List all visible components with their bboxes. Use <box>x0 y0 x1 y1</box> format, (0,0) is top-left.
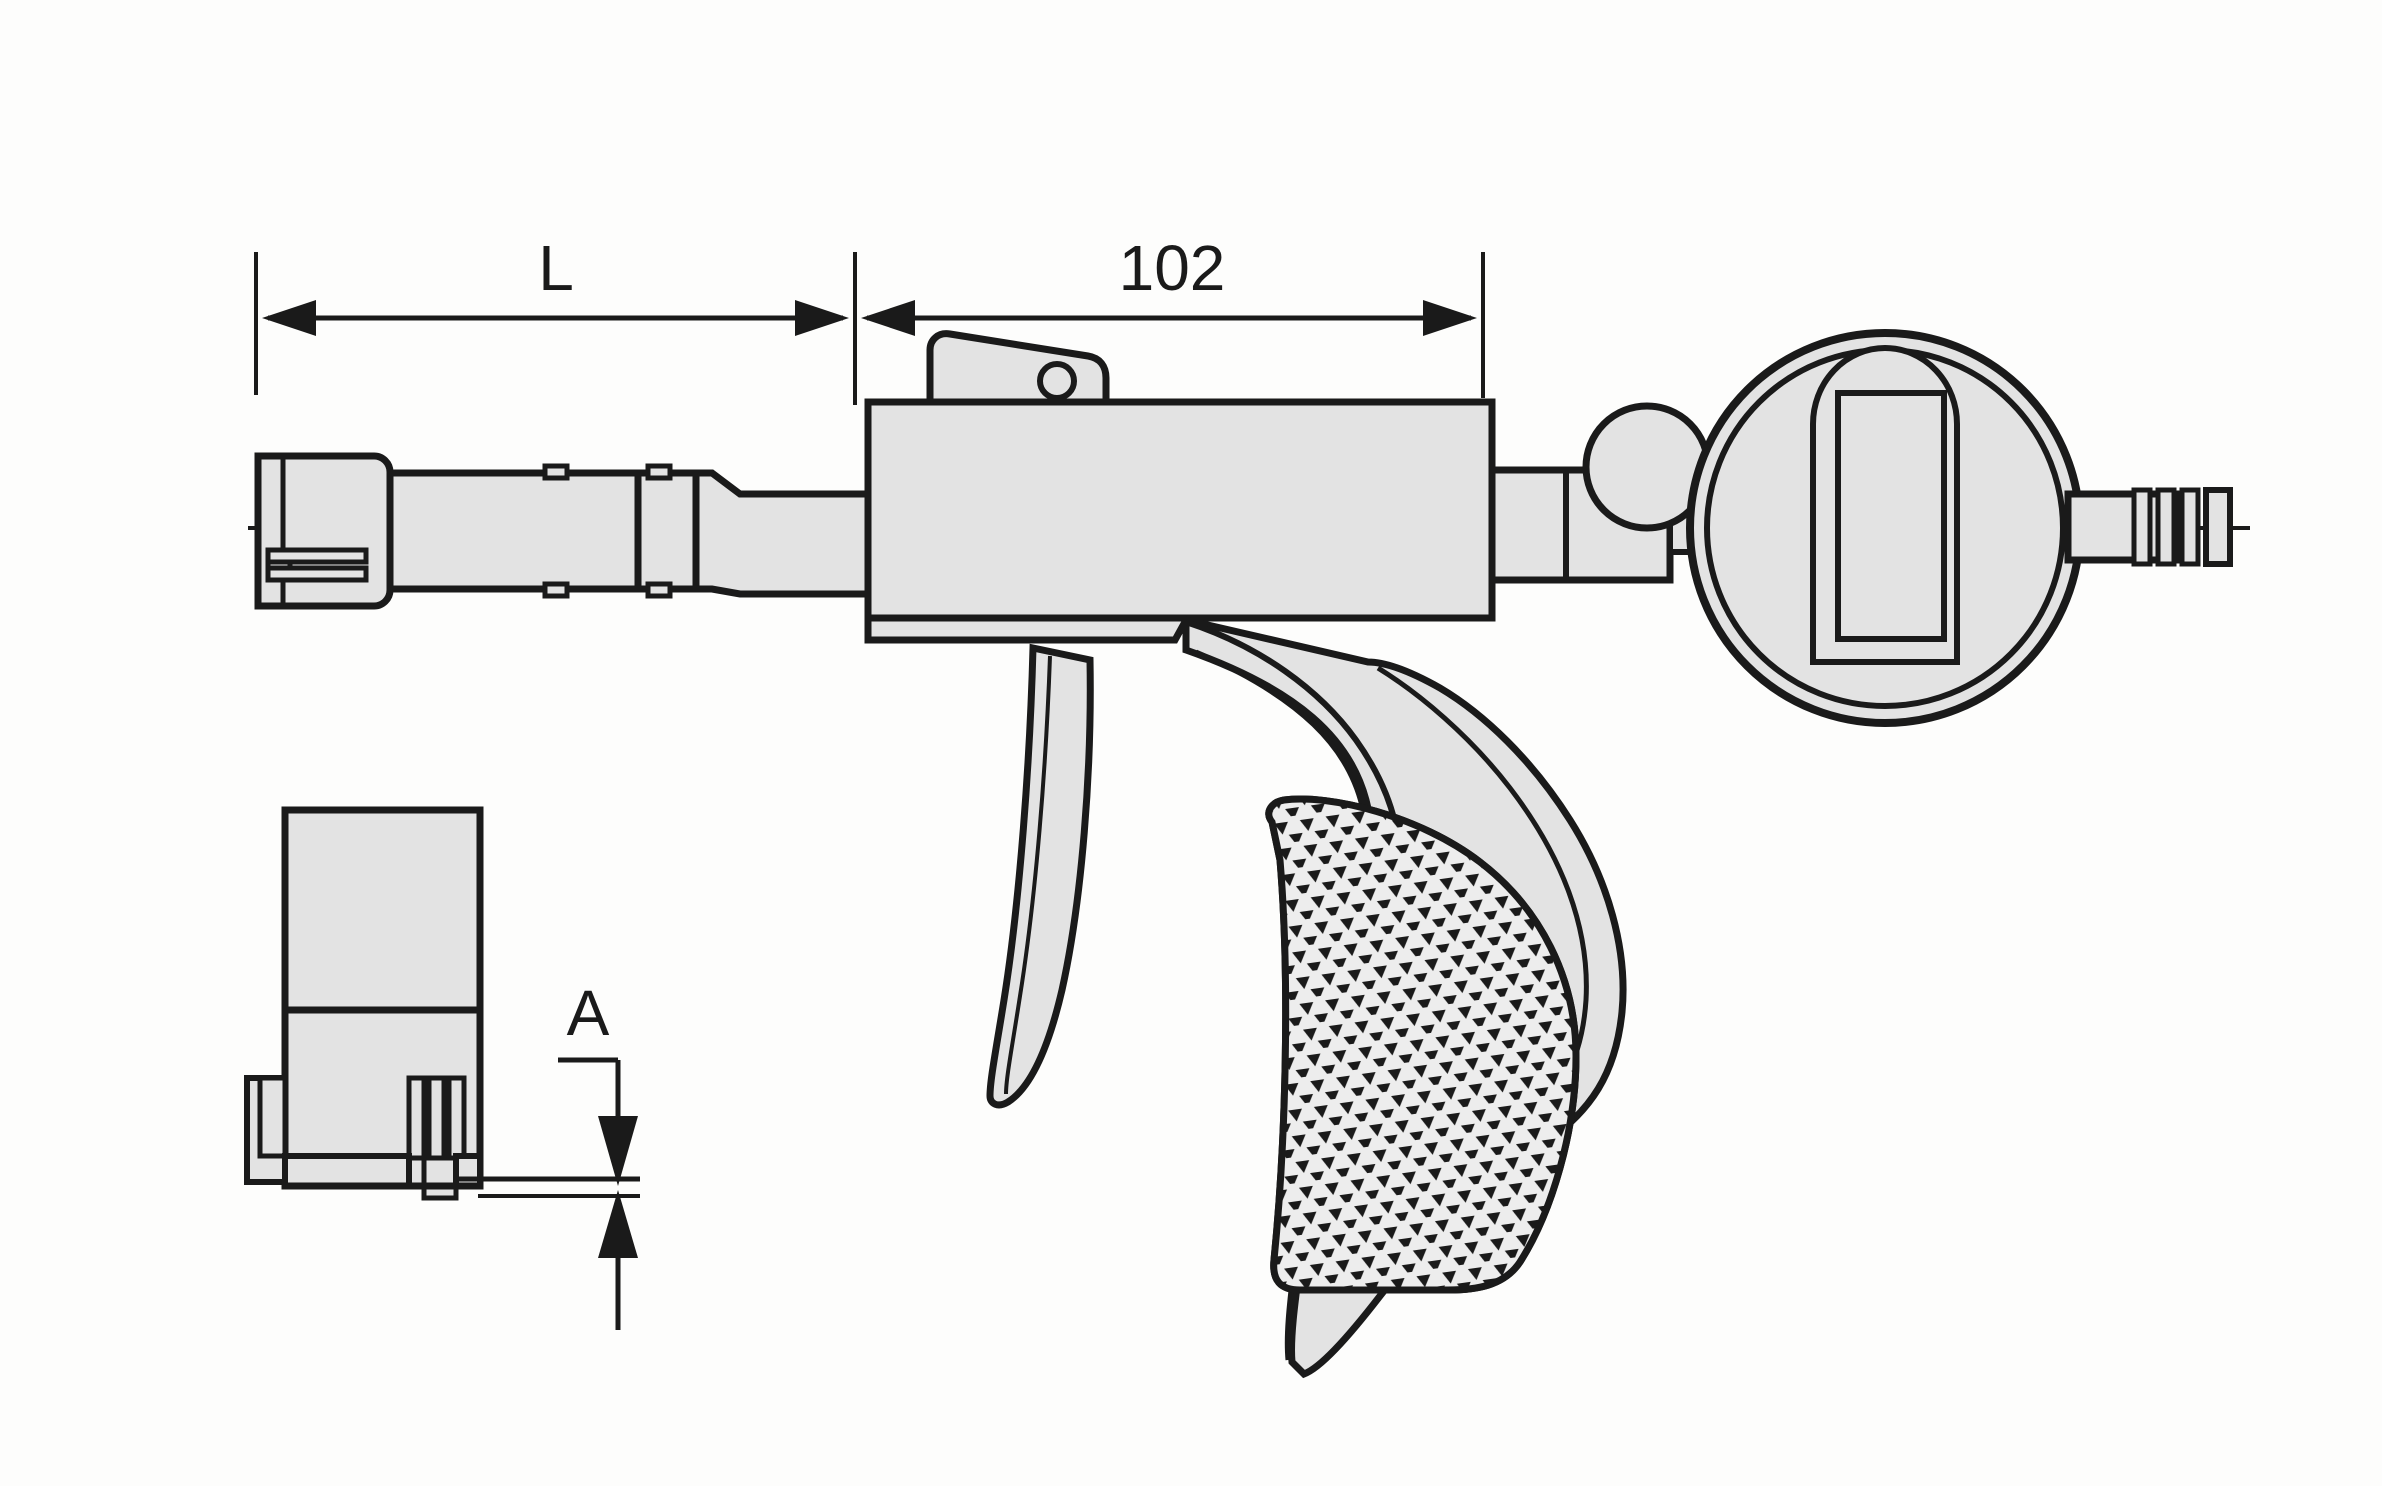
arrowhead-left-L <box>262 300 316 336</box>
measuring-head <box>254 452 394 610</box>
rear-connector <box>2064 487 2233 567</box>
body-block <box>864 398 1496 622</box>
dimension-group-A: A <box>456 977 640 1330</box>
detail-tooth-root <box>421 1155 459 1201</box>
lug-hole <box>1037 361 1077 401</box>
dial-indicator <box>1686 329 2084 727</box>
main-body <box>864 330 1496 644</box>
pistol-grip <box>1182 615 1627 1379</box>
shaft-notch-bottom-1 <box>542 581 570 599</box>
connector-rib-2 <box>2155 487 2177 567</box>
dial-window <box>1835 390 1947 642</box>
shaft <box>386 463 872 599</box>
shaft-taper <box>692 469 872 598</box>
detail-tooth-2 <box>426 1075 447 1161</box>
trigger-blade <box>986 643 1094 1109</box>
trigger <box>986 643 1094 1109</box>
connector-rib-1 <box>2131 487 2153 567</box>
shaft-ring <box>634 469 700 593</box>
detail-comb-teeth <box>406 1075 467 1201</box>
dimension-label-L: L <box>538 232 574 304</box>
head-slot-detail <box>265 547 369 583</box>
detail-upper-block <box>281 806 484 1014</box>
dimension-label-102: 102 <box>1119 232 1226 304</box>
detail-tooth-1 <box>406 1075 427 1161</box>
shaft-notch-top-1 <box>542 463 570 481</box>
grip-texture-pad-outline <box>1265 795 1580 1294</box>
connector-tip <box>2203 487 2233 567</box>
head-collar <box>254 452 394 610</box>
arrowhead-right-L <box>795 300 849 336</box>
arrowhead-left-102 <box>861 300 915 336</box>
body-lower-shelf <box>864 614 1190 644</box>
dimension-line-L <box>262 300 849 336</box>
detail-tooth-3 <box>446 1075 467 1161</box>
arrowhead-A-up <box>598 1190 638 1258</box>
arrowhead-A-down <box>598 1116 638 1186</box>
dimension-label-A: A <box>567 977 610 1049</box>
dimension-line-102 <box>861 300 1477 336</box>
trigger-inner-line <box>1004 655 1052 1095</box>
detail-view-head <box>244 806 484 1201</box>
detail-left-tab-inner <box>257 1075 288 1159</box>
detail-base-plate <box>282 1153 412 1189</box>
shaft-notch-top-2 <box>645 463 673 481</box>
connector-rib-3 <box>2179 487 2201 567</box>
shaft-notch-bottom-2 <box>645 581 673 599</box>
shaft-section-1 <box>386 469 642 593</box>
dimension-group-top: L 102 <box>254 232 1485 405</box>
arrowhead-right-102 <box>1423 300 1477 336</box>
